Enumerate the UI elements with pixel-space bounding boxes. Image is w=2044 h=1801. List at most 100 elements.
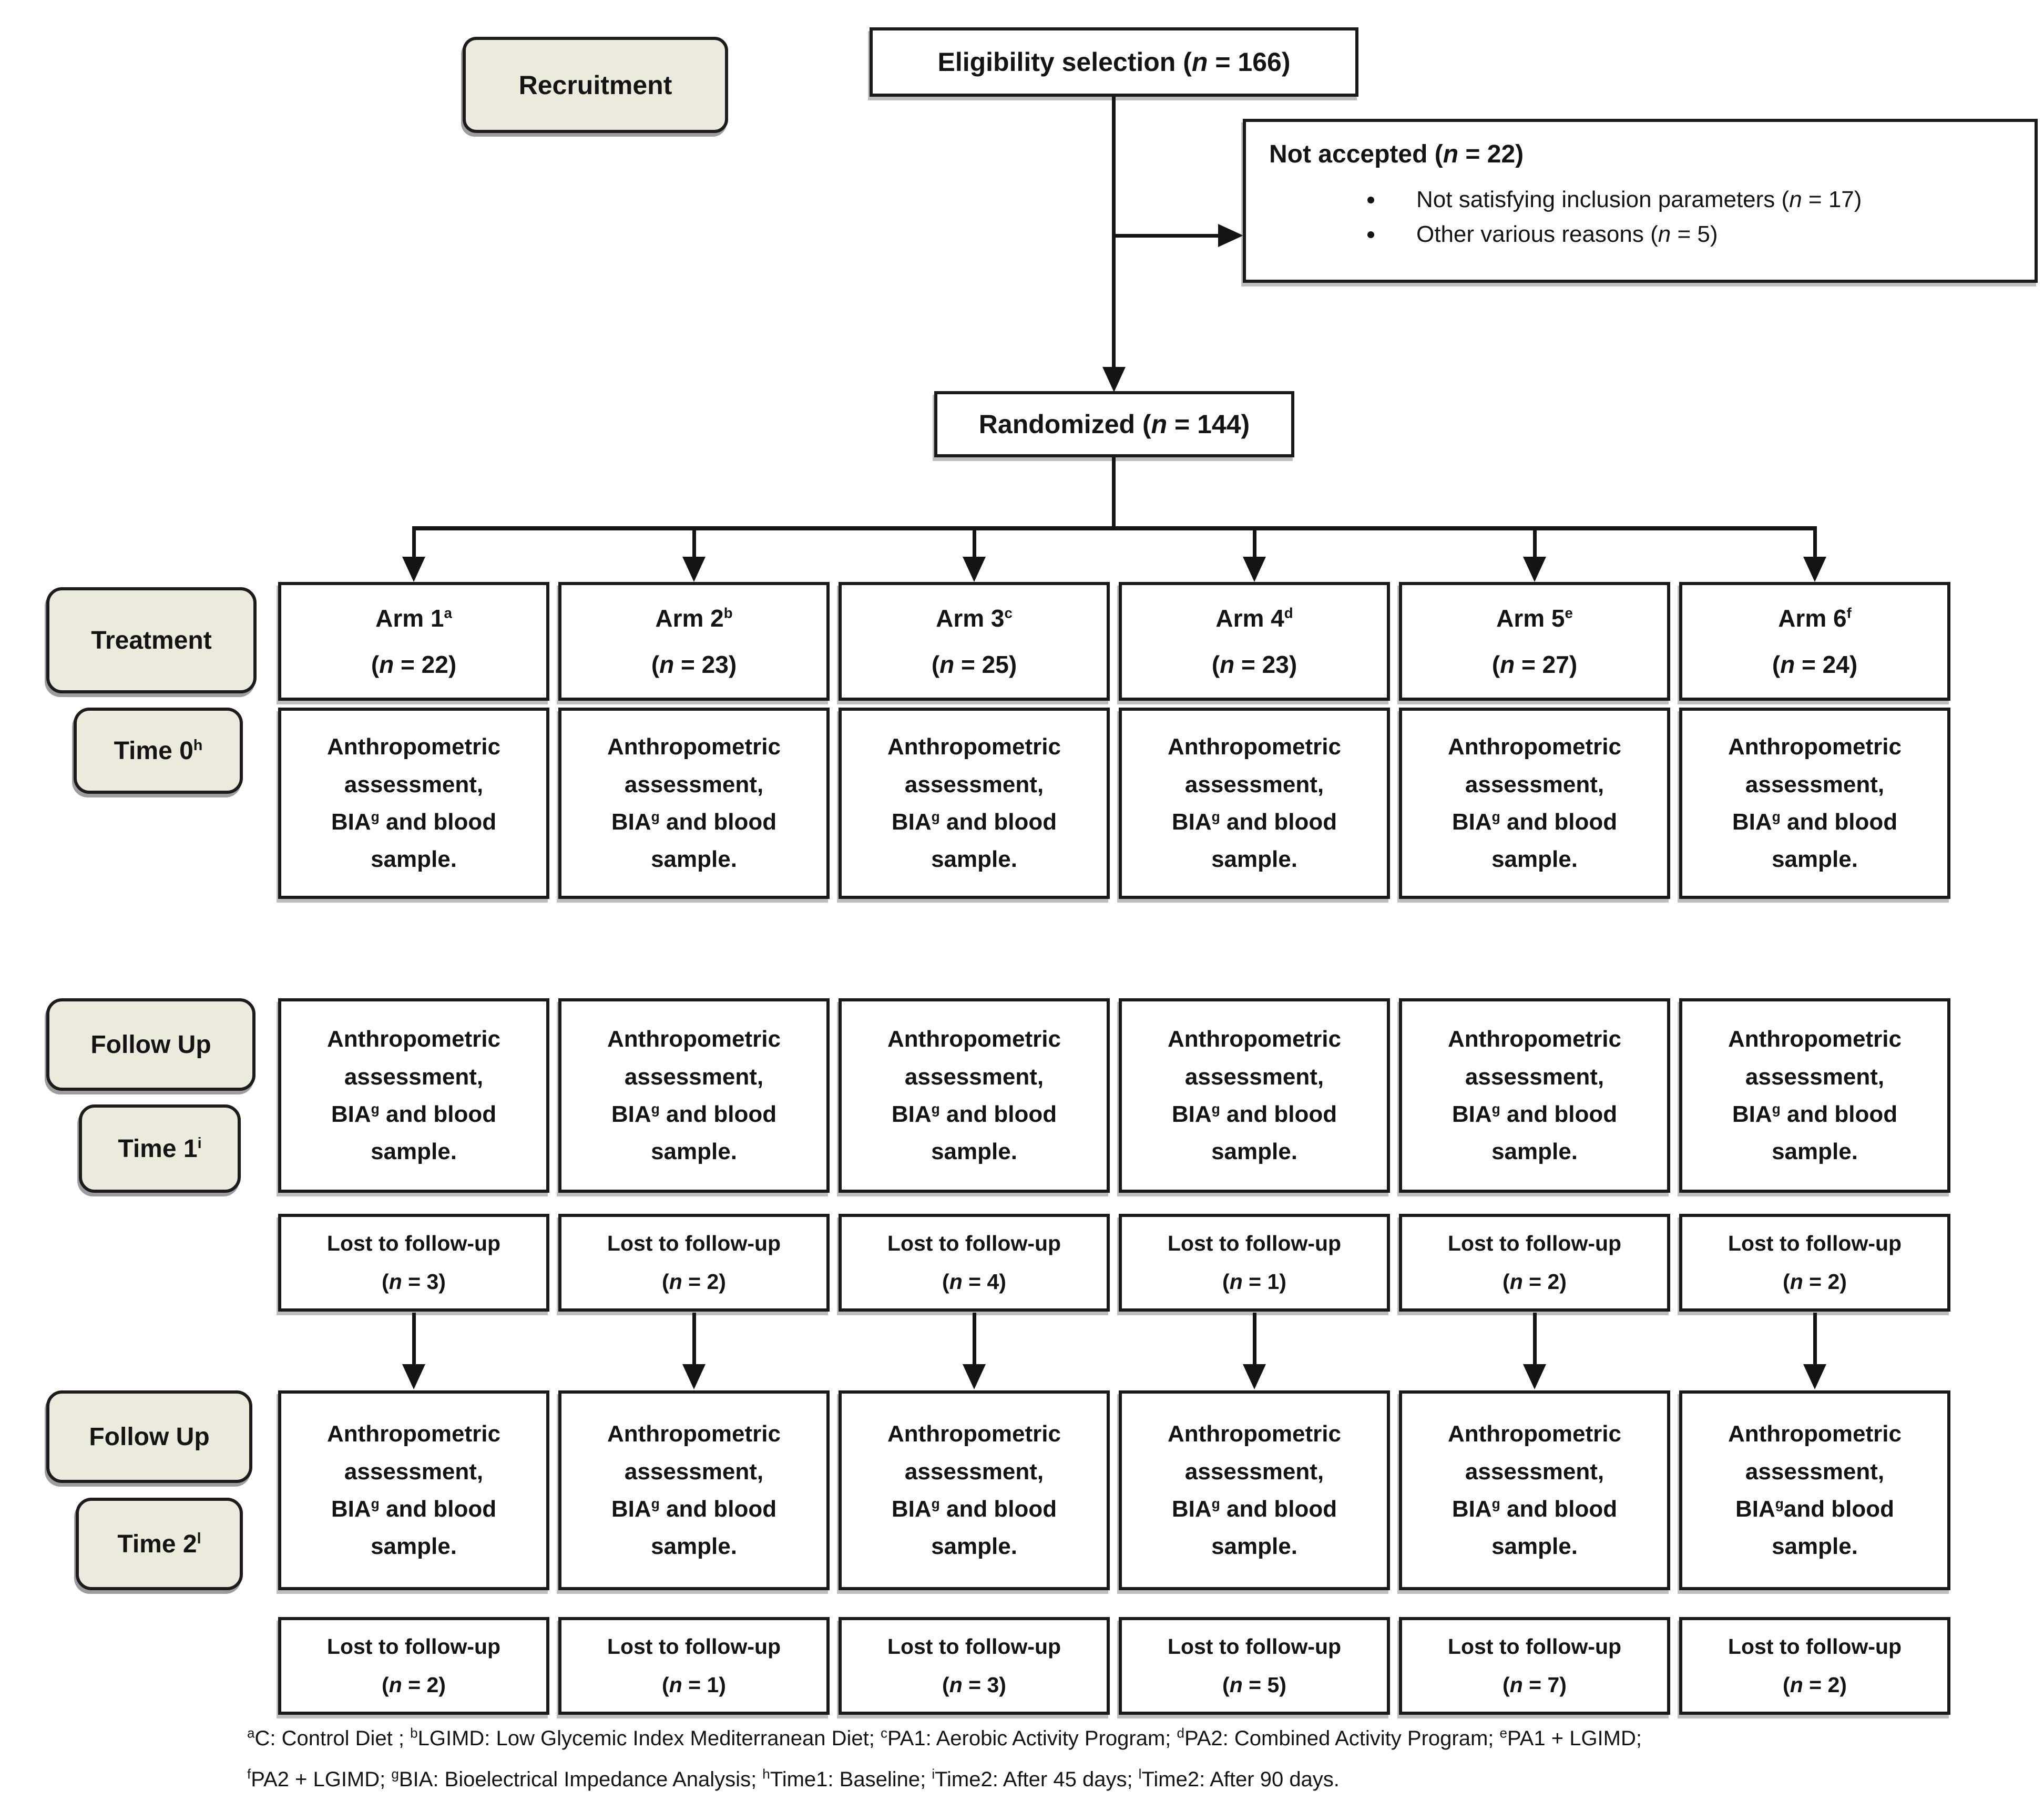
arm-5-n-count: (n = 27) xyxy=(1491,651,1578,678)
eligibility-n-count: (n = 166) xyxy=(1183,47,1291,77)
branch-stem-arm-1 xyxy=(412,528,416,558)
arm-1-n-count: (n = 22) xyxy=(371,651,457,678)
recruitment-label-text: Recruitment xyxy=(518,70,672,100)
arm-5-lost-followup-1-box: Lost to follow-up(n = 2) xyxy=(1399,1214,1670,1312)
eligibility-selection-box: Eligibility selection (n = 166) xyxy=(870,27,1358,97)
arrowhead-arm-5-time2 xyxy=(1523,1364,1546,1389)
arm-4-n-count: (n = 23) xyxy=(1211,651,1297,678)
arm-2-lost-followup-2-box: Lost to follow-up(n = 1) xyxy=(558,1617,830,1715)
not-accepted-n-count: (n = 22) xyxy=(1434,140,1524,168)
arm-6-name: Arm 6f xyxy=(1778,605,1852,632)
arm-2-lost1-n-count: (n = 2) xyxy=(662,1270,726,1294)
randomized-text: Randomized (n = 144) xyxy=(978,410,1250,439)
arm-5-header-box: Arm 5e (n = 27) xyxy=(1399,582,1670,701)
arrowhead-arm-2-time2 xyxy=(682,1364,706,1389)
reason-1-n-count: (n = 17) xyxy=(1781,187,1862,212)
arm-5-lost1-n-count: (n = 2) xyxy=(1503,1270,1567,1294)
not-accepted-title: Not accepted (n = 22) xyxy=(1269,140,1524,168)
arm-1-lost2-n-count: (n = 2) xyxy=(382,1673,446,1697)
arm-3-lost2-n-count: (n = 3) xyxy=(942,1673,1006,1697)
branch-stem-arm-3 xyxy=(973,528,976,558)
arrowhead-arm-3-time2 xyxy=(963,1364,986,1389)
arm-6-lost2-n-count: (n = 2) xyxy=(1783,1673,1847,1697)
arm-4-lost2-n-count: (n = 5) xyxy=(1222,1673,1286,1697)
lost-followup-row-2: Lost to follow-up(n = 2) Lost to follow-… xyxy=(46,1617,1950,1715)
arrowhead-into-arm-6 xyxy=(1803,557,1826,582)
branch-stem-arm-4 xyxy=(1253,528,1256,558)
footnotes: aC: Control Diet ; bLGIMD: Low Glycemic … xyxy=(247,1718,1919,1800)
empty-label-cell xyxy=(46,1617,269,1715)
arm-3-header-box: Arm 3c (n = 25) xyxy=(839,582,1110,701)
arrowhead-arm-1-time2 xyxy=(402,1364,425,1389)
arm-4-lost-followup-2-box: Lost to follow-up(n = 5) xyxy=(1119,1617,1390,1715)
arrowhead-into-arm-2 xyxy=(682,557,706,582)
follow-up-1-label: Follow Up xyxy=(46,998,255,1091)
connector-arm-3-to-time2 xyxy=(973,1313,976,1365)
arm-4-lost1-n-count: (n = 1) xyxy=(1222,1270,1286,1294)
arrowhead-into-arm-3 xyxy=(963,557,986,582)
time1-label: Time 1i xyxy=(79,1104,241,1193)
time1-label-cell: Follow Up Time 1i xyxy=(46,998,269,1193)
time2-label-text: Time 2l xyxy=(117,1530,201,1558)
arm-6-header-box: Arm 6f (n = 24) xyxy=(1679,582,1950,701)
time1-label-text: Time 1i xyxy=(118,1134,202,1163)
connector-arm-6-to-time2 xyxy=(1813,1313,1817,1365)
arm-1-header-box: Arm 1a (n = 22) xyxy=(278,582,549,701)
arm-1-name: Arm 1a xyxy=(375,605,452,632)
arm-2-name: Arm 2b xyxy=(655,605,733,632)
arm-1-lost-followup-1-box: Lost to follow-up(n = 3) xyxy=(278,1214,549,1312)
lost-followup-row-1: Lost to follow-up(n = 3) Lost to follow-… xyxy=(46,1214,1950,1312)
arm-5-lost2-n-count: (n = 7) xyxy=(1503,1673,1567,1697)
branch-stem-arm-2 xyxy=(692,528,696,558)
arm-6-lost1-n-count: (n = 2) xyxy=(1783,1270,1847,1294)
connector-randomized-branch xyxy=(1112,457,1116,528)
randomized-box: Randomized (n = 144) xyxy=(934,391,1294,457)
footnote-line-2: fPA2 + LGIMD; gBIA: Bioelectrical Impeda… xyxy=(247,1766,1340,1791)
branch-stem-arm-6 xyxy=(1813,528,1817,558)
follow-up-2-label: Follow Up xyxy=(46,1390,252,1483)
time0-label-cell: Time 0h xyxy=(46,708,269,899)
arrowhead-into-arm-1 xyxy=(402,557,425,582)
arm-3-lost1-n-count: (n = 4) xyxy=(942,1270,1006,1294)
footnote-line-1: aC: Control Diet ; bLGIMD: Low Glycemic … xyxy=(247,1725,1642,1750)
recruitment-label: Recruitment xyxy=(463,37,728,133)
arm-1-lost1-n-count: (n = 3) xyxy=(382,1270,446,1294)
arm-2-lost-followup-1-box: Lost to follow-up(n = 2) xyxy=(558,1214,830,1312)
treatment-label: Treatment xyxy=(46,587,257,693)
arm-4-name: Arm 4d xyxy=(1215,605,1293,632)
eligibility-text: Eligibility selection (n = 166) xyxy=(937,47,1291,77)
time0-label-text: Time 0h xyxy=(114,736,203,765)
arm-3-lost-followup-1-box: Lost to follow-up(n = 4) xyxy=(839,1214,1110,1312)
arrowhead-into-arm-4 xyxy=(1243,557,1266,582)
arm-4-lost-followup-1-box: Lost to follow-up(n = 1) xyxy=(1119,1214,1390,1312)
arm-2-lost2-n-count: (n = 1) xyxy=(662,1673,726,1697)
not-accepted-reason-2: Other various reasons (n = 5) xyxy=(1385,217,2011,252)
connector-to-not-accepted xyxy=(1114,234,1219,238)
arm-6-lost-followup-1-box: Lost to follow-up(n = 2) xyxy=(1679,1214,1950,1312)
connector-arm-4-to-time2 xyxy=(1253,1313,1256,1365)
connector-arm-1-to-time2 xyxy=(412,1313,416,1365)
reason-2-n-count: (n = 5) xyxy=(1650,221,1718,247)
arm-2-header-box: Arm 2b (n = 23) xyxy=(558,582,830,701)
not-accepted-reason-1: Not satisfying inclusion parameters (n =… xyxy=(1385,182,2011,217)
arm-1-lost-followup-2-box: Lost to follow-up(n = 2) xyxy=(278,1617,549,1715)
arm-header-row: Treatment Arm 1a (n = 22) Arm 2b (n = 23… xyxy=(46,582,1950,701)
